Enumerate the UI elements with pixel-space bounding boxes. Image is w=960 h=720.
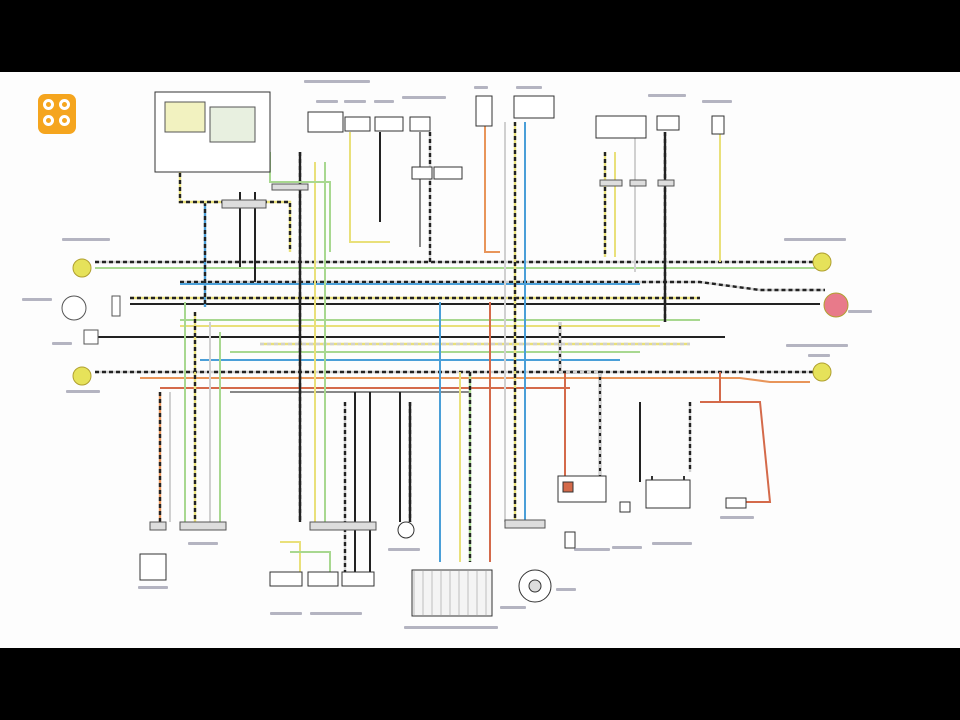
blurred-label-11 <box>344 100 366 103</box>
neutral-switch <box>564 531 576 549</box>
blurred-label-2 <box>52 342 72 345</box>
connector-strip-1 <box>599 179 623 187</box>
rear-brake-switch <box>619 501 631 513</box>
connector-strip-5 <box>221 199 267 209</box>
bottom-wire-1 <box>280 541 301 572</box>
blurred-label-21 <box>388 548 420 551</box>
component-layer <box>61 91 849 617</box>
blurred-label-20 <box>310 612 362 615</box>
blurred-label-0 <box>62 238 110 241</box>
blurred-label-1 <box>22 298 52 301</box>
letterbox-bottom <box>0 648 960 720</box>
connector-bottom-2 <box>307 571 339 587</box>
blurred-label-26 <box>612 546 642 549</box>
blurred-label-7 <box>808 354 830 357</box>
blurred-label-19 <box>270 612 302 615</box>
bottom-wire-2 <box>290 551 331 572</box>
connector-strip-2 <box>629 179 647 187</box>
blurred-label-22 <box>404 626 498 629</box>
horn-unit <box>513 95 555 119</box>
connector-bottom-3 <box>341 571 375 587</box>
headlight-socket <box>111 295 121 317</box>
connector-dimmer <box>344 116 371 132</box>
blurred-label-9 <box>402 96 446 99</box>
connector-front-brake <box>409 116 431 132</box>
neutral-indicator <box>656 115 680 131</box>
starter-terminal <box>562 481 574 493</box>
blurred-label-18 <box>188 542 218 545</box>
speedometer-unit <box>595 115 647 139</box>
starter-relay <box>139 553 167 581</box>
blurred-label-6 <box>848 310 872 313</box>
blurred-label-4 <box>784 238 846 241</box>
wire-layer <box>90 112 825 572</box>
battery-wire-1 <box>558 322 602 482</box>
switch-wire-1 <box>349 132 390 243</box>
ignition-coil <box>397 521 415 539</box>
regulator-rectifier <box>411 569 493 617</box>
alternator-rotor <box>528 579 542 593</box>
connector-bottom-1 <box>269 571 303 587</box>
blurred-label-10 <box>316 100 338 103</box>
connector-starter <box>374 116 404 132</box>
flasher-relay <box>475 95 493 127</box>
main-fuse <box>725 497 747 509</box>
connector-lower-mid <box>309 521 377 531</box>
connector-horn <box>307 111 344 133</box>
blurred-label-12 <box>374 100 394 103</box>
blurred-label-8 <box>304 80 370 83</box>
rear-right-turn-signal <box>812 362 832 382</box>
tail-lamp <box>823 292 849 318</box>
rear-left-turn-signal <box>812 252 832 272</box>
blurred-label-16 <box>702 100 732 103</box>
harness-wire-upper <box>180 280 825 292</box>
headlight <box>61 295 87 321</box>
blurred-label-23 <box>500 606 526 609</box>
connector-lower-right <box>504 519 546 529</box>
connector-lower-left <box>179 521 227 531</box>
blurred-label-24 <box>556 588 576 591</box>
blurred-label-15 <box>648 94 686 97</box>
blurred-label-14 <box>516 86 542 89</box>
blurred-label-25 <box>574 548 610 551</box>
ignition-switch-inner-2 <box>209 106 256 143</box>
kuaishou-logo-icon <box>38 94 76 134</box>
fuse-wire <box>700 401 772 503</box>
harness-wire-orange-1 <box>140 377 810 383</box>
battery-12v <box>645 479 691 509</box>
wiring-diagram <box>61 91 849 617</box>
starter-motor-unit <box>557 475 607 503</box>
video-frame <box>0 72 960 648</box>
blurred-label-13 <box>474 86 488 89</box>
ignition-switch-inner <box>164 101 206 133</box>
flasher-wire <box>484 112 500 253</box>
connector-lower-left-2 <box>149 521 167 531</box>
oil-indicator <box>711 115 725 135</box>
letterbox-top <box>0 0 960 72</box>
connector-small <box>411 166 433 180</box>
connector-strip-4 <box>271 183 309 191</box>
connector-strip-3 <box>657 179 675 187</box>
blurred-label-5 <box>786 344 848 347</box>
blurred-label-28 <box>720 516 754 519</box>
blurred-label-17 <box>138 586 168 589</box>
front-right-turn-signal <box>72 366 92 386</box>
connector-small-2 <box>433 166 463 180</box>
position-lamp <box>83 329 99 345</box>
blurred-label-3 <box>66 390 100 393</box>
blurred-label-27 <box>652 542 692 545</box>
front-left-turn-signal <box>72 258 92 278</box>
